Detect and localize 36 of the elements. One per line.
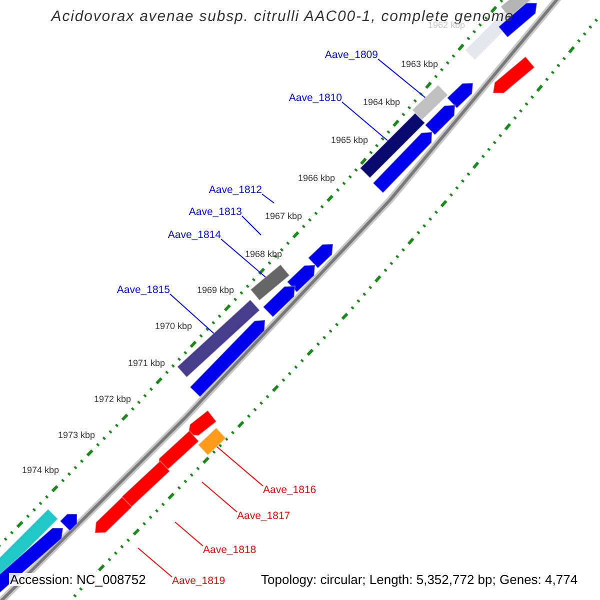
leader-line [216, 446, 264, 486]
scale-label: 1972 kbp [94, 395, 132, 404]
map-info: Accession: NC_008752 [9, 573, 147, 586]
leader-line [174, 522, 204, 546]
leader-line [202, 482, 238, 512]
leader-line [342, 102, 388, 142]
gene-feature [176, 299, 260, 378]
gene-feature [250, 264, 290, 302]
leader-line [242, 216, 262, 236]
gene-label: Aave_1815 [112, 283, 170, 297]
scale-label: 1970 kbp [155, 322, 192, 331]
gene-label: Aave_1818 [203, 543, 261, 557]
scale-label: 1974 kbp [22, 466, 60, 475]
leader-line [262, 194, 274, 204]
gene-feature [198, 427, 226, 456]
scale-label: 1973 kbp [58, 431, 96, 440]
scale-label: 1964 kbp [363, 98, 400, 107]
gene-label: Aave_1813 [184, 205, 242, 219]
map-info: Topology: circular; Length: 5,352,772 bp; Genes: 4,774 [261, 573, 578, 586]
gene-label: Aave_1816 [263, 483, 321, 497]
gene-feature [411, 84, 449, 121]
leader-line [138, 548, 172, 578]
gene-label: Aave_1814 [163, 228, 221, 242]
leader-line [378, 58, 426, 98]
gene-label: Aave_1819 [172, 574, 230, 588]
gene-label: Aave_1817 [237, 509, 295, 523]
scale-label: 1965 kbp [331, 136, 368, 145]
scale-label: 1969 kbp [197, 286, 234, 295]
gene-label: Aave_1809 [320, 48, 378, 62]
leader-line [220, 238, 266, 278]
scale-label: 1971 kbp [128, 359, 166, 368]
map-title: Acidovorax avenae subsp. citrulli AAC00-1, complete genome [51, 9, 514, 24]
gene-label: Aave_1812 [204, 183, 262, 197]
scale-label: 1967 kbp [265, 212, 302, 221]
leader-line [170, 294, 214, 334]
gene-label: Aave_1810 [284, 91, 342, 105]
